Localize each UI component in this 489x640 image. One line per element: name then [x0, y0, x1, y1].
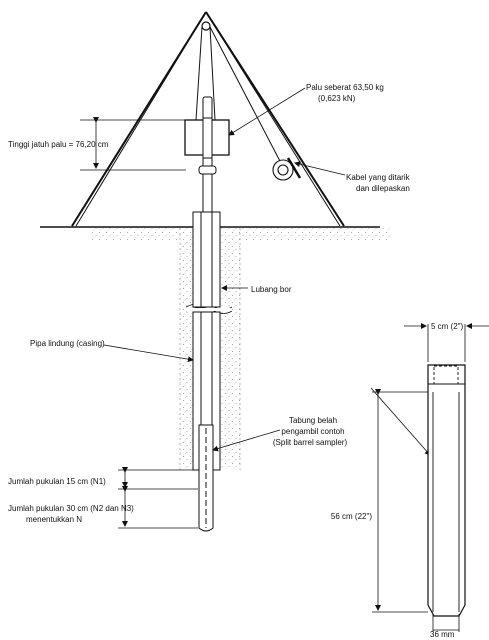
tripod: [71, 11, 345, 227]
label-blows-next: Jumlah pukulan 30 cm (N2 dan N3): [8, 504, 134, 513]
label-hammer-weight: Palu seberat 63,50 kg: [306, 83, 384, 92]
label-casing: Pipa lindung (casing): [30, 339, 105, 348]
sampler-dimensions: [372, 323, 489, 632]
drill-rod: [198, 96, 217, 228]
sampler-detail: [427, 364, 466, 617]
label-sampler-2: pengambil contoh: [281, 427, 344, 436]
leader-lines: [103, 87, 431, 456]
label-blows-next-n: menentukkan N: [26, 515, 82, 524]
label-sampler-width: 5 cm (2"): [431, 322, 464, 331]
label-drop-height: Tinggi jatuh palu = 76,20 cm: [8, 140, 109, 149]
label-borehole: Lubang bor: [251, 285, 292, 294]
casing-upper: [192, 211, 221, 308]
label-sampler-3: (Split barrel sampler): [273, 438, 348, 447]
pulley-icon: [201, 21, 211, 31]
drop-height-dimension: [80, 117, 186, 171]
soil-texture: [90, 228, 390, 470]
label-hammer-weight-kn: (0,623 kN): [318, 94, 356, 103]
label-blows-first: Jumlah pukulan 15 cm (N1): [8, 477, 106, 486]
label-sampler-inner: 36 mm: [430, 630, 455, 639]
label-cable-pulled: Kabel yang ditarik: [346, 173, 411, 182]
label-cable-released: dan dilepaskan: [356, 184, 410, 193]
split-barrel-sampler: [198, 424, 214, 532]
cathead-icon: [272, 157, 302, 181]
blow-count-dimension: [118, 467, 198, 529]
label-sampler-length: 56 cm (22"): [331, 512, 372, 521]
label-sampler-1: Tabung belah: [289, 416, 337, 425]
